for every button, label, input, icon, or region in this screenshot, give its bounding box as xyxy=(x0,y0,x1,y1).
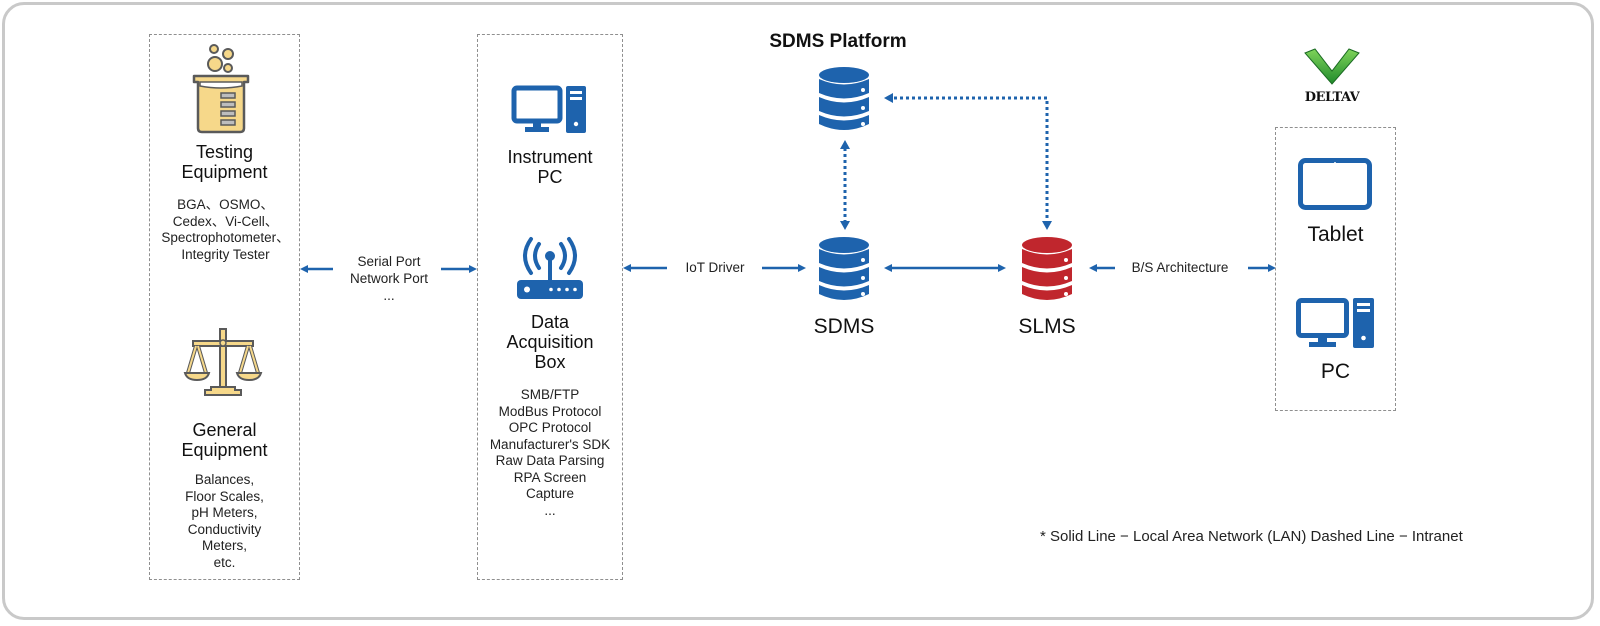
arrow-to-acquisition xyxy=(623,264,667,272)
equipment-group-box xyxy=(149,34,300,580)
general-equipment-title: General Equipment xyxy=(181,420,268,460)
list-item: Cedex、Vi-Cell、 xyxy=(172,213,279,229)
pc-label: PC xyxy=(1320,360,1351,383)
list-item: pH Meters, xyxy=(191,505,258,520)
list-item: Spectrophotometer、 xyxy=(161,230,290,245)
arrow-to-sdms xyxy=(762,264,806,272)
desktop-pc-icon xyxy=(511,85,586,133)
deltav-logo-icon xyxy=(1304,48,1360,85)
list-item: BGA、OSMO、 xyxy=(177,197,274,212)
list-item: Floor Scales, xyxy=(185,488,264,504)
database-icon xyxy=(819,237,869,300)
client-group-box xyxy=(1275,127,1396,411)
list-item: Capture xyxy=(525,486,575,501)
wireless-router-icon xyxy=(517,237,583,299)
dashed-link-top-db-slms xyxy=(884,93,1052,230)
list-item: OPC Protocol xyxy=(508,420,592,435)
list-item: Balances, xyxy=(194,472,255,487)
instrument-pc-title: Instrument PC xyxy=(507,147,593,187)
arrow-to-middle xyxy=(441,265,477,273)
platform-title: SDMS Platform xyxy=(769,31,907,52)
balance-scale-icon xyxy=(183,328,263,396)
testing-equipment-list: BGA、OSMO、 Cedex、Vi-Cell、 Spectrophotomet… xyxy=(145,197,306,263)
deltav-logo-text: DELTAV xyxy=(1304,90,1360,105)
iot-driver-label: IoT Driver xyxy=(685,260,745,275)
list-item: Raw Data Parsing xyxy=(495,453,605,468)
general-equipment-list: Balances, Floor Scales, pH Meters, Condu… xyxy=(149,472,300,571)
list-item: ... xyxy=(544,502,556,518)
list-item: etc. xyxy=(213,554,236,570)
arrow-to-equipment xyxy=(300,265,333,273)
arrow-to-slms xyxy=(1089,264,1115,272)
data-acquisition-box-title: Data Acquisition Box xyxy=(506,312,594,372)
acquisition-methods-list: SMB/FTP ModBus Protocol OPC Protocol Man… xyxy=(477,387,623,519)
list-item: Meters, xyxy=(201,538,247,553)
database-icon xyxy=(1022,237,1072,300)
bs-architecture-label: B/S Architecture xyxy=(1131,260,1229,275)
list-item: Integrity Tester xyxy=(181,246,270,262)
testing-equipment-title: Testing Equipment xyxy=(181,142,268,182)
list-item: Conductivity xyxy=(187,521,262,537)
desktop-pc-icon xyxy=(1296,298,1374,348)
acquisition-group-box xyxy=(477,34,623,580)
list-item: ModBus Protocol xyxy=(498,403,602,419)
database-icon xyxy=(819,67,869,130)
legend-note: * Solid Line − Local Area Network (LAN) … xyxy=(1040,528,1463,545)
slms-label: SLMS xyxy=(1018,315,1076,338)
list-item: SMB/FTP xyxy=(520,387,580,402)
tablet-icon xyxy=(1298,158,1372,210)
serial-network-port-label: Serial Port Network Port ... xyxy=(349,254,429,303)
arrow-to-clients xyxy=(1248,264,1276,272)
beaker-icon xyxy=(192,44,250,134)
lan-link-sdms-slms xyxy=(884,264,1006,272)
dashed-link-top-db-sdms xyxy=(840,140,850,230)
sdms-label: SDMS xyxy=(813,315,875,338)
list-item: Manufacturer's SDK xyxy=(489,436,611,452)
tablet-label: Tablet xyxy=(1307,223,1364,246)
list-item: RPA Screen xyxy=(513,469,587,485)
